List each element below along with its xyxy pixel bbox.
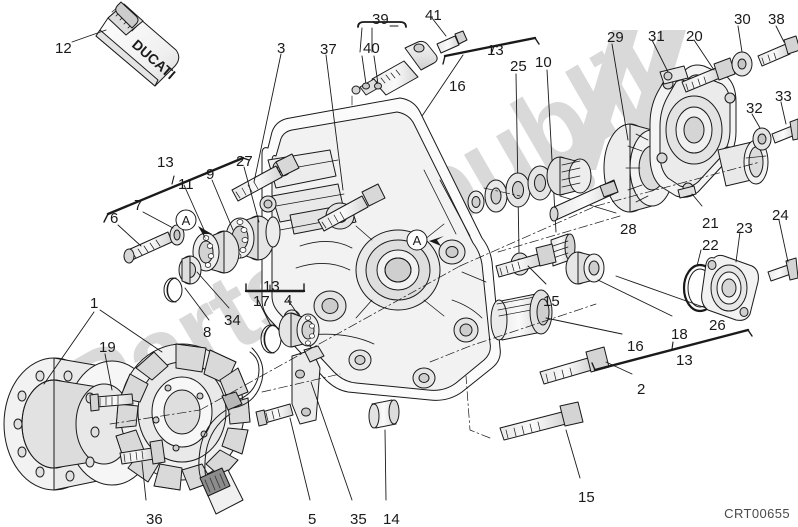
callout-number-24: 24 (772, 207, 789, 224)
part-washer-30 (731, 51, 753, 77)
part-screw-2 (539, 346, 610, 385)
callout-number-34: 34 (224, 312, 241, 329)
part-stator-harness (198, 347, 264, 515)
part-water-union-23 (701, 254, 759, 321)
callout-number-13: 13 (157, 154, 174, 171)
callout-number-3: 3 (277, 40, 286, 57)
svg-text:A: A (413, 233, 422, 248)
callout-number-9: 9 (206, 166, 215, 183)
callout-number-13: 13 (263, 278, 280, 295)
callout-number-7: 7 (134, 197, 143, 214)
callout-number-19: 19 (99, 339, 116, 356)
callout-number-21: 21 (702, 215, 719, 232)
callout-number-13: 13 (487, 42, 504, 59)
part-crankcase-cover (259, 97, 501, 401)
callout-number-41: 41 (425, 7, 442, 24)
callout-number-25: 25 (510, 58, 527, 75)
part-shaft-seal-stack-28 (467, 156, 592, 214)
section-marker-a-right: A (406, 229, 444, 251)
part-screw-38 (757, 35, 798, 67)
callout-number-29: 29 (607, 29, 624, 46)
callout-number-32: 32 (746, 100, 763, 117)
callout-number-36: 36 (146, 511, 163, 527)
callout-number-31: 31 (648, 28, 665, 45)
callout-number-22: 22 (702, 237, 719, 254)
callout-number-4: 4 (284, 292, 293, 309)
callout-number-5: 5 (308, 511, 317, 527)
part-bearing-stack-left (163, 215, 281, 303)
part-screw-washer-6-7 (123, 224, 185, 264)
callout-number-26: 26 (709, 317, 726, 334)
part-dowel-pin-21 (677, 185, 697, 199)
callout-number-13: 13 (676, 352, 693, 369)
part-washer-32 (752, 127, 772, 151)
svg-text:A: A (182, 213, 191, 228)
callout-number-12: 12 (55, 40, 72, 57)
callout-number-16: 16 (627, 338, 644, 355)
part-flange-screw-15b (499, 401, 584, 441)
callout-number-6: 6 (110, 210, 119, 227)
part-dowel-pin-14 (368, 399, 400, 429)
callout-number-11: 11 (178, 176, 194, 193)
part-cover-screws (231, 153, 386, 232)
callout-number-39: 39 (372, 11, 389, 28)
callout-number-27: 27 (236, 153, 253, 170)
callout-number-23: 23 (736, 220, 753, 237)
drawing-code: CRT00655 (724, 506, 790, 521)
part-cable-clamp (255, 345, 325, 427)
callout-number-38: 38 (768, 11, 785, 28)
callout-number-10: 10 (535, 54, 552, 71)
part-screw-20 (681, 57, 736, 93)
part-bushing-16-lower (490, 289, 553, 341)
callout-number-14: 14 (383, 511, 400, 527)
section-marker-a-left: A (175, 209, 212, 240)
part-pump-cover-31 (649, 64, 769, 198)
callout-number-33: 33 (775, 88, 792, 105)
part-impeller-29 (549, 123, 675, 222)
callout-number-40: 40 (363, 40, 380, 57)
callout-number-16: 16 (449, 78, 466, 95)
part-tensioner-assembly (351, 30, 468, 96)
callout-number-17: 17 (253, 293, 270, 310)
callout-number-37: 37 (320, 41, 337, 58)
callout-number-2: 2 (637, 381, 646, 398)
callout-number-15: 15 (543, 293, 560, 310)
part-screw-33 (771, 118, 798, 144)
callout-number-18: 18 (671, 326, 688, 343)
callout-number-30: 30 (734, 11, 751, 28)
callout-number-35: 35 (350, 511, 367, 527)
part-screw-24 (767, 257, 798, 282)
callout-number-8: 8 (203, 324, 212, 341)
part-sealant-tube: DUCATI (95, 1, 180, 87)
part-stator-screws (89, 393, 166, 465)
callout-number-15: 15 (578, 489, 595, 506)
part-stator (115, 343, 251, 491)
callout-number-1: 1 (90, 295, 99, 312)
part-oil-seal-18 (565, 251, 605, 285)
part-flange-screw-15a (495, 243, 557, 278)
callout-number-28: 28 (620, 221, 637, 238)
callout-number-20: 20 (686, 28, 703, 45)
